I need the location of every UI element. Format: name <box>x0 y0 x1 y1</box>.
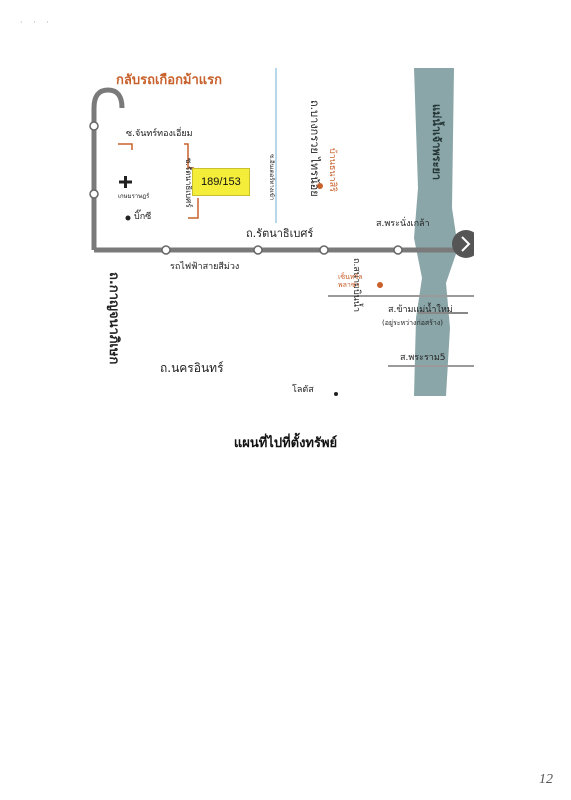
label-new-crossing: ส.ข้ามแม่น้ำใหม่ <box>388 305 453 315</box>
poi-lotus <box>334 392 338 396</box>
location-map: กลับรถเกือกม้าแรก ซ.จันทร์ทองเอี่ยม ซ.รั… <box>88 68 474 396</box>
station-2 <box>89 189 99 199</box>
label-soi-rattanathibet: ซ.รัตนาธิเบศร์ <box>184 158 193 208</box>
label-soi-chan: ซ.จันทร์ทองเอี่ยม <box>126 129 193 139</box>
station-3 <box>161 245 171 255</box>
property-number-box: 189/153 <box>192 168 250 196</box>
label-big-c: บิ๊กซี <box>134 212 152 222</box>
arrow-chevron <box>461 236 471 252</box>
map-caption: แผนที่ไปที่ตั้งทรัพย์ <box>233 436 338 451</box>
poi-ban-thanya <box>317 183 323 189</box>
label-river: แม่น้ำเจ้าพระยา <box>430 104 443 181</box>
label-phra-nang-klao: ส.พระนั่งเกล้า <box>376 219 430 229</box>
station-5 <box>319 245 329 255</box>
arrow-circle <box>452 230 474 258</box>
station-6 <box>393 245 403 255</box>
station-4 <box>253 245 263 255</box>
map-roads <box>89 68 474 396</box>
label-bang-kruai: ถ.บางกรวย ไทรน้อย <box>308 100 321 197</box>
hospital-cross-h <box>119 180 132 184</box>
soi-chan-line <box>118 143 133 150</box>
label-hospital: เกษมราษฎร์ <box>118 193 150 200</box>
label-phra-ram5: ส.พระราม5 <box>400 353 446 363</box>
label-rattanathibet-rd: ถ.รัตนาธิเบศร์ <box>246 227 314 240</box>
left-road <box>91 87 125 250</box>
soi-to-property-2 <box>188 198 199 219</box>
label-central: เซ็นทรัล พลาซ่า <box>338 273 363 290</box>
label-crossing-detail: (อยู่ระหว่างก่อสร้าง) <box>382 319 444 327</box>
label-ban-thanya: บ้านธนาสิริ <box>327 148 337 192</box>
label-soi-small: ซ.อินเตอร์ทางเข้า <box>268 154 275 201</box>
label-purple-line: รถไฟฟ้าสายสีม่วง <box>170 262 240 272</box>
station-1 <box>89 121 99 131</box>
soi-to-property-1 <box>184 143 194 169</box>
label-lotus: โลตัส <box>292 385 314 395</box>
label-nonthaburi-rd: ถ.นครอินทร์ <box>160 361 224 375</box>
poi-big-c <box>125 215 131 221</box>
scan-specks: · · · <box>20 18 53 27</box>
label-return: กลับรถเกือกม้าแรก <box>116 73 223 88</box>
page-number: 12 <box>539 772 553 787</box>
label-kanchana-rd: ถ.กาญจนาภิเษก <box>106 272 121 365</box>
poi-central <box>377 282 383 288</box>
